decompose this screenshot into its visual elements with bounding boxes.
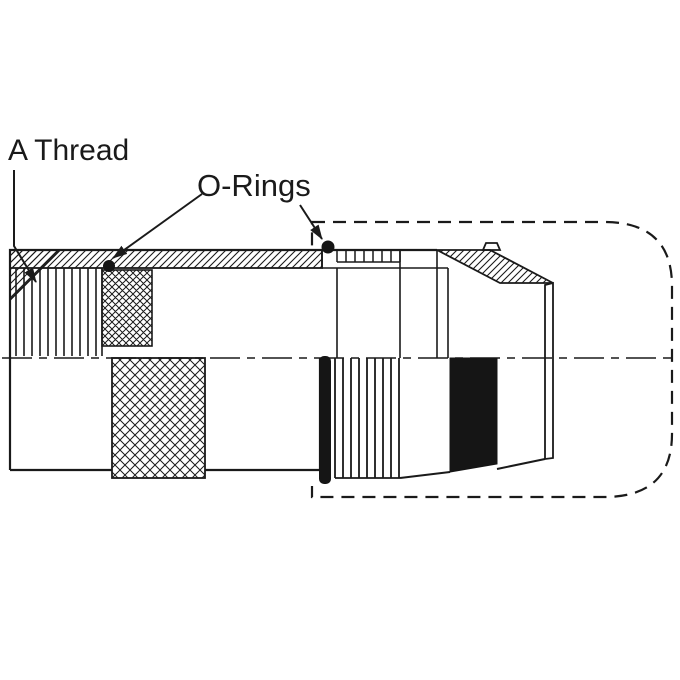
o-ring-front-dot: [103, 260, 115, 272]
ribbed-collar: [334, 358, 400, 479]
o-rings-leader-front: [112, 193, 203, 259]
phantom-mating-shell-outline: [310, 220, 674, 499]
knurl-band: [111, 357, 206, 479]
o-ring-rear-dot: [321, 240, 335, 254]
inner-bore-lines: [321, 250, 449, 358]
o-ring-band-side: [319, 356, 331, 484]
a-thread-leader: [13, 170, 37, 283]
o-rings-leader-rear: [299, 204, 323, 240]
nose-key-tab: [481, 242, 502, 251]
nose-front-rim: [544, 281, 554, 461]
collar-to-black-step: [399, 471, 451, 479]
nose-bottom-taper: [496, 458, 546, 470]
outer-profile-left: [8, 248, 437, 470]
o-rings-label: O-Rings: [197, 168, 311, 203]
a-thread-label: A Thread: [8, 134, 129, 167]
solid-gasket-section: [449, 357, 498, 473]
coupling-thread-teeth: [336, 250, 401, 263]
seal-groove-block: [101, 269, 153, 347]
thread-section: [15, 268, 103, 356]
